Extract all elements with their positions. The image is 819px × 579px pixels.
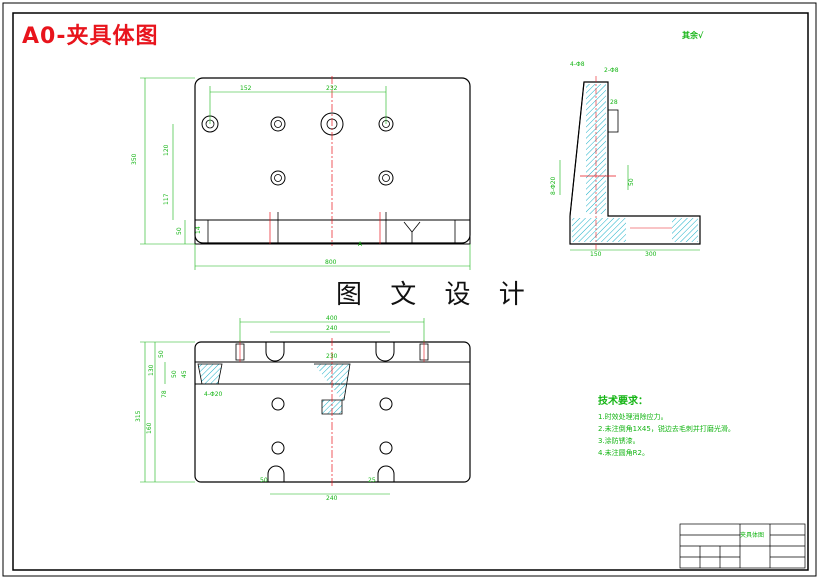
top-dim-3: 130 — [148, 364, 155, 376]
front-dim-1: 232 — [326, 85, 338, 92]
front-view: 152 232 350 120 117 50 14 800 A — [131, 76, 471, 270]
side-profile — [569, 81, 701, 245]
hole — [270, 116, 286, 132]
top-plate-outline — [194, 341, 471, 483]
side-dim-3: 8-Φ20 — [550, 176, 557, 195]
front-base-strip — [194, 219, 471, 245]
top-dim-12: 50 — [260, 477, 268, 484]
top-dim-13: 25 — [368, 477, 376, 484]
top-dim-11: 240 — [326, 495, 338, 502]
title-block — [679, 523, 806, 569]
sheet-title: A0-夹具体图 — [22, 24, 159, 49]
top-dim-6: 78 — [161, 390, 168, 398]
surface-roughness-note: 其余√ — [682, 31, 704, 40]
front-dim-2: 350 — [131, 153, 138, 165]
requirement-item: 3.涂防锈漆。 — [598, 437, 640, 445]
front-plate-outline — [194, 77, 471, 244]
side-dim-5: 150 — [590, 251, 602, 258]
side-hatch-base — [572, 218, 626, 242]
side-dim-0: 4-Φ8 — [570, 61, 585, 68]
watermark-text: 图 文 设 计 — [336, 280, 535, 310]
front-dim-7: 800 — [325, 259, 337, 266]
side-dim-1: 2-Φ8 — [604, 67, 619, 74]
front-dim-8: A — [358, 241, 363, 248]
top-dim-1: 240 — [326, 325, 338, 332]
front-dim-5: 50 — [176, 227, 183, 235]
side-dim-4: 50 — [628, 178, 635, 186]
technical-requirements: 技术要求： 1.时效处理消除应力。 2.未注倒角1X45，锐边去毛刺并打磨光滑。… — [598, 392, 735, 459]
front-dim-6: 14 — [195, 226, 202, 234]
hole — [378, 170, 394, 186]
hole — [270, 170, 286, 186]
top-view: 400 240 50 130 50 45 78 230 4-Φ20 315 16… — [135, 315, 471, 502]
requirement-item: 1.时效处理消除应力。 — [598, 413, 668, 421]
front-dim-3: 120 — [163, 144, 170, 156]
requirement-item: 2.未注倒角1X45，锐边去毛刺并打磨光滑。 — [598, 425, 735, 433]
top-dim-8: 4-Φ20 — [204, 391, 223, 398]
top-dim-4: 50 — [171, 370, 178, 378]
side-hatch-base-right — [672, 218, 698, 242]
front-dim-4: 117 — [163, 193, 170, 205]
top-dim-5: 45 — [181, 370, 188, 378]
inner-border — [12, 12, 809, 571]
technical-requirements-heading: 技术要求： — [598, 396, 648, 407]
top-dim-2: 50 — [158, 350, 165, 358]
top-dim-9: 315 — [135, 410, 142, 422]
side-view: 4-Φ8 2-Φ8 28 8-Φ20 50 150 300 — [550, 61, 701, 258]
side-dim-6: 300 — [645, 251, 657, 258]
top-dim-0: 400 — [326, 315, 338, 322]
requirement-item: 4.未注圆角R2。 — [598, 449, 649, 457]
title-block-name: 夹具体图 — [740, 532, 765, 539]
side-dim-2: 28 — [610, 99, 618, 106]
front-dim-0: 152 — [240, 85, 252, 92]
top-dim-10: 160 — [146, 422, 153, 434]
top-dim-7: 230 — [326, 353, 338, 360]
